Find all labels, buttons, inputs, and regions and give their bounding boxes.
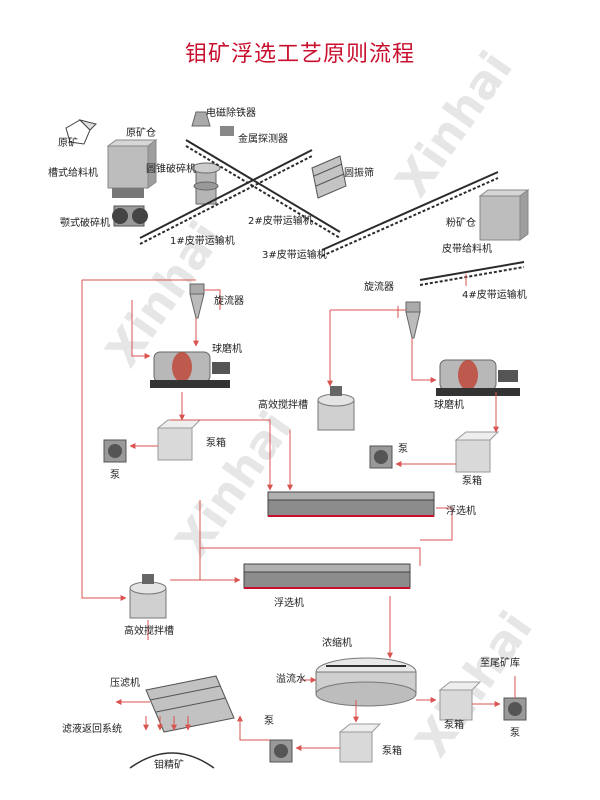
agitation-tank-1 xyxy=(317,386,355,431)
raw-ore-icon xyxy=(65,119,97,145)
label-pump-box-1: 泵箱 xyxy=(206,436,226,449)
label-overflow-water: 溢流水 xyxy=(276,672,306,685)
pump-3 xyxy=(503,697,527,721)
label-cone-crusher: 圆锥破碎机 xyxy=(146,162,196,175)
pump-box-3 xyxy=(438,681,482,721)
label-belt-conveyor-2: 2#皮带运输机 xyxy=(248,214,313,227)
label-thickener: 浓缩机 xyxy=(322,636,352,649)
label-trough-feeder: 槽式给料机 xyxy=(48,166,98,179)
vibrating-screen xyxy=(311,155,347,199)
hydrocyclone-1 xyxy=(189,283,205,319)
label-belt-conveyor-4: 4#皮带运输机 xyxy=(462,288,527,301)
pump-box-1 xyxy=(156,419,202,461)
label-flotation-1: 浮选机 xyxy=(446,504,476,517)
magnetic-separator xyxy=(191,111,211,127)
fine-ore-bin xyxy=(478,189,530,241)
pump-1 xyxy=(103,439,127,463)
ball-mill-1 xyxy=(150,351,230,388)
label-metal-detector: 金属探测器 xyxy=(238,132,288,145)
label-pump-box-2: 泵箱 xyxy=(462,474,482,487)
label-ball-mill-2: 球磨机 xyxy=(434,398,464,411)
flotation-machine-2 xyxy=(243,563,411,589)
label-raw-ore-bin: 原矿仓 xyxy=(126,126,156,139)
pump-box-2 xyxy=(454,431,500,473)
conveyor-3 xyxy=(321,171,499,257)
filter-press xyxy=(143,675,235,733)
conveyor-1 xyxy=(139,149,313,245)
label-pump-3: 泵 xyxy=(510,727,520,739)
label-fine-ore-bin: 粉矿仓 xyxy=(446,216,476,229)
label-magnetic-separator: 电磁除铁器 xyxy=(206,106,256,119)
label-concentrate: 钼精矿 xyxy=(154,758,184,771)
label-vibrating-screen: 圆振筛 xyxy=(344,166,374,179)
label-pump-1: 泵 xyxy=(110,469,120,481)
agitation-tank-2 xyxy=(129,574,167,619)
label-raw-ore: 原矿 xyxy=(58,136,78,149)
conveyor-2 xyxy=(185,139,341,239)
label-jaw-crusher: 颚式破碎机 xyxy=(60,216,110,229)
label-belt-feeder: 皮带给料机 xyxy=(442,242,492,255)
label-agitation-tank-1: 高效搅拌槽 xyxy=(258,398,308,411)
page-title: 钼矿浮选工艺原则流程 xyxy=(184,42,415,67)
cone-crusher xyxy=(191,162,221,205)
label-filter-press: 压滤机 xyxy=(110,676,140,689)
label-agitation-tank-2: 高效搅拌槽 xyxy=(124,624,174,637)
hydrocyclone-2 xyxy=(405,301,421,339)
label-pump-box-4: 泵箱 xyxy=(382,744,402,757)
watermark-1: Xinhai xyxy=(385,41,523,206)
label-belt-conveyor-3: 3#皮带运输机 xyxy=(262,248,327,261)
label-flotation-2: 浮选机 xyxy=(274,596,304,609)
raw-ore-bin xyxy=(106,139,158,198)
metal-detector xyxy=(220,126,234,136)
pump-4 xyxy=(269,739,293,763)
label-ball-mill-1: 球磨机 xyxy=(212,342,242,355)
pump-box-4 xyxy=(338,723,382,763)
label-filtrate-return: 滤液返回系统 xyxy=(62,722,122,735)
label-pump-box-3: 泵箱 xyxy=(444,718,464,731)
concentrate-pile xyxy=(129,752,215,769)
jaw-crusher xyxy=(112,205,148,227)
flow-lines xyxy=(81,274,516,751)
label-hydrocyclone-1: 旋流器 xyxy=(214,294,244,307)
label-pump-2: 泵 xyxy=(398,443,408,455)
conveyor-4 xyxy=(419,261,525,286)
label-hydrocyclone-2: 旋流器 xyxy=(364,280,394,293)
label-belt-conveyor-1: 1#皮带运输机 xyxy=(170,234,235,247)
pump-2 xyxy=(369,445,393,469)
label-to-tailings: 至尾矿库 xyxy=(480,656,520,669)
flotation-machine-1 xyxy=(267,491,435,517)
label-pump-4: 泵 xyxy=(264,715,274,727)
ball-mill-2 xyxy=(436,359,520,396)
thickener xyxy=(315,657,417,707)
